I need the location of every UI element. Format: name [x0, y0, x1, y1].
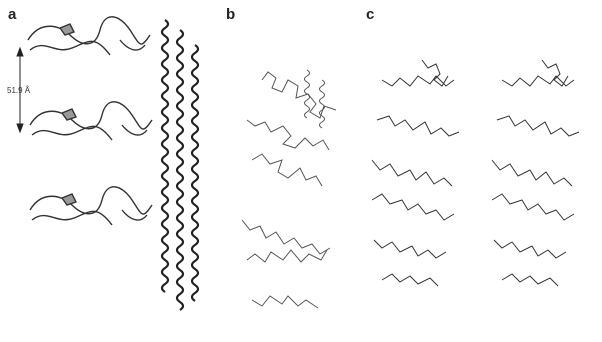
domain-unit-bottom [30, 187, 152, 225]
distance-arrow [17, 48, 23, 132]
panel-a: a 51.9 Å [0, 0, 225, 342]
domain-unit-top [28, 17, 150, 55]
protein-ribbon-stack [0, 0, 225, 342]
stereo-pair-view [362, 0, 602, 342]
domain-unit-middle [30, 102, 152, 140]
structure-detail-view [222, 0, 362, 342]
stereo-right [492, 60, 579, 286]
helix-bundle [162, 20, 198, 310]
panel-c: c [362, 0, 602, 342]
panel-b: b [222, 0, 362, 342]
stereo-left [372, 60, 459, 286]
